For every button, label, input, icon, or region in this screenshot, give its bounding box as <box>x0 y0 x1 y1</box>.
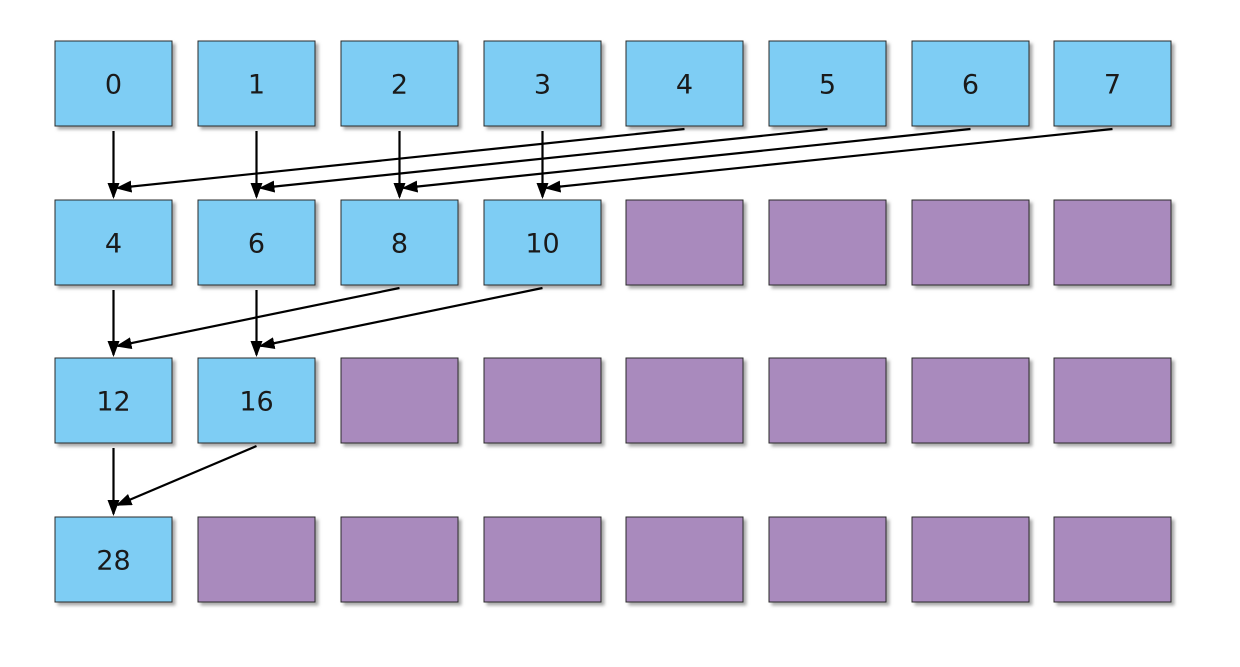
inactive-cell <box>1053 516 1172 603</box>
inactive-cell <box>483 516 602 603</box>
inactive-cell-box <box>768 357 887 444</box>
inactive-cell-box <box>1053 357 1172 444</box>
cell-value-label: 16 <box>239 387 273 418</box>
value-cell: 6 <box>911 40 1030 127</box>
value-cell-box <box>911 40 1030 127</box>
value-cell: 12 <box>54 357 173 444</box>
cell-value-label: 4 <box>676 70 693 101</box>
reduction-arrow <box>258 127 828 193</box>
value-cell-box <box>197 199 316 286</box>
cell-value-label: 10 <box>525 229 559 260</box>
inactive-cell-box <box>340 516 459 603</box>
inactive-cell <box>768 357 887 444</box>
value-cell-box <box>340 40 459 127</box>
value-cell: 10 <box>483 199 602 286</box>
inactive-cell-box <box>911 357 1030 444</box>
inactive-cell-box <box>911 516 1030 603</box>
value-cell: 3 <box>483 40 602 127</box>
inactive-cell <box>625 357 744 444</box>
value-cell-box <box>1053 40 1172 127</box>
inactive-cell-box <box>197 516 316 603</box>
cell-value-label: 28 <box>96 546 130 577</box>
inactive-cell <box>340 516 459 603</box>
cell-value-label: 7 <box>1104 70 1121 101</box>
value-cell-box <box>625 40 744 127</box>
value-cell: 2 <box>340 40 459 127</box>
value-cell-box <box>54 357 173 444</box>
value-cell: 0 <box>54 40 173 127</box>
value-cell: 16 <box>197 357 316 444</box>
inactive-cell <box>1053 199 1172 286</box>
inactive-cell <box>768 516 887 603</box>
inactive-cell <box>625 516 744 603</box>
inactive-cell-box <box>1053 199 1172 286</box>
cell-value-label: 5 <box>819 70 836 101</box>
inactive-cell-box <box>483 357 602 444</box>
value-cell-box <box>483 40 602 127</box>
inactive-cell-box <box>483 516 602 603</box>
inactive-cell <box>768 199 887 286</box>
arrows-layer <box>107 127 1113 516</box>
inactive-cell <box>911 516 1030 603</box>
inactive-cell <box>911 357 1030 444</box>
cell-value-label: 12 <box>96 387 130 418</box>
value-cell: 28 <box>54 516 173 603</box>
inactive-cell-box <box>340 357 459 444</box>
reduction-arrow <box>258 286 543 350</box>
cell-value-label: 6 <box>248 229 265 260</box>
value-cell-box <box>340 199 459 286</box>
reduction-arrow <box>115 444 257 507</box>
value-cell-box <box>54 516 173 603</box>
cell-value-label: 1 <box>248 70 265 101</box>
value-cell: 7 <box>1053 40 1172 127</box>
inactive-cell-box <box>1053 516 1172 603</box>
reduction-arrow <box>115 286 400 350</box>
inactive-cell-box <box>911 199 1030 286</box>
reduction-arrow <box>115 127 685 193</box>
inactive-cell-box <box>768 516 887 603</box>
value-cell: 8 <box>340 199 459 286</box>
inactive-cell <box>197 516 316 603</box>
cell-value-label: 6 <box>962 70 979 101</box>
value-cell: 4 <box>54 199 173 286</box>
inactive-cell <box>340 357 459 444</box>
inactive-cell <box>625 199 744 286</box>
value-cell-box <box>54 40 173 127</box>
cell-value-label: 8 <box>391 229 408 260</box>
value-cell: 1 <box>197 40 316 127</box>
cell-value-label: 0 <box>105 70 122 101</box>
value-cell-box <box>197 40 316 127</box>
value-cell: 6 <box>197 199 316 286</box>
inactive-cell-box <box>625 516 744 603</box>
inactive-cell <box>1053 357 1172 444</box>
inactive-cell-box <box>768 199 887 286</box>
reduction-arrow <box>401 127 971 193</box>
inactive-cell-box <box>625 357 744 444</box>
cell-value-label: 2 <box>391 70 408 101</box>
value-cell-box <box>768 40 887 127</box>
reduction-arrow <box>544 127 1113 193</box>
inactive-cell <box>483 357 602 444</box>
cell-value-label: 3 <box>534 70 551 101</box>
inactive-cell <box>911 199 1030 286</box>
value-cell-box <box>483 199 602 286</box>
inactive-cell-box <box>625 199 744 286</box>
value-cell-box <box>197 357 316 444</box>
value-cell: 5 <box>768 40 887 127</box>
value-cell-box <box>54 199 173 286</box>
cell-value-label: 4 <box>105 229 122 260</box>
value-cell: 4 <box>625 40 744 127</box>
